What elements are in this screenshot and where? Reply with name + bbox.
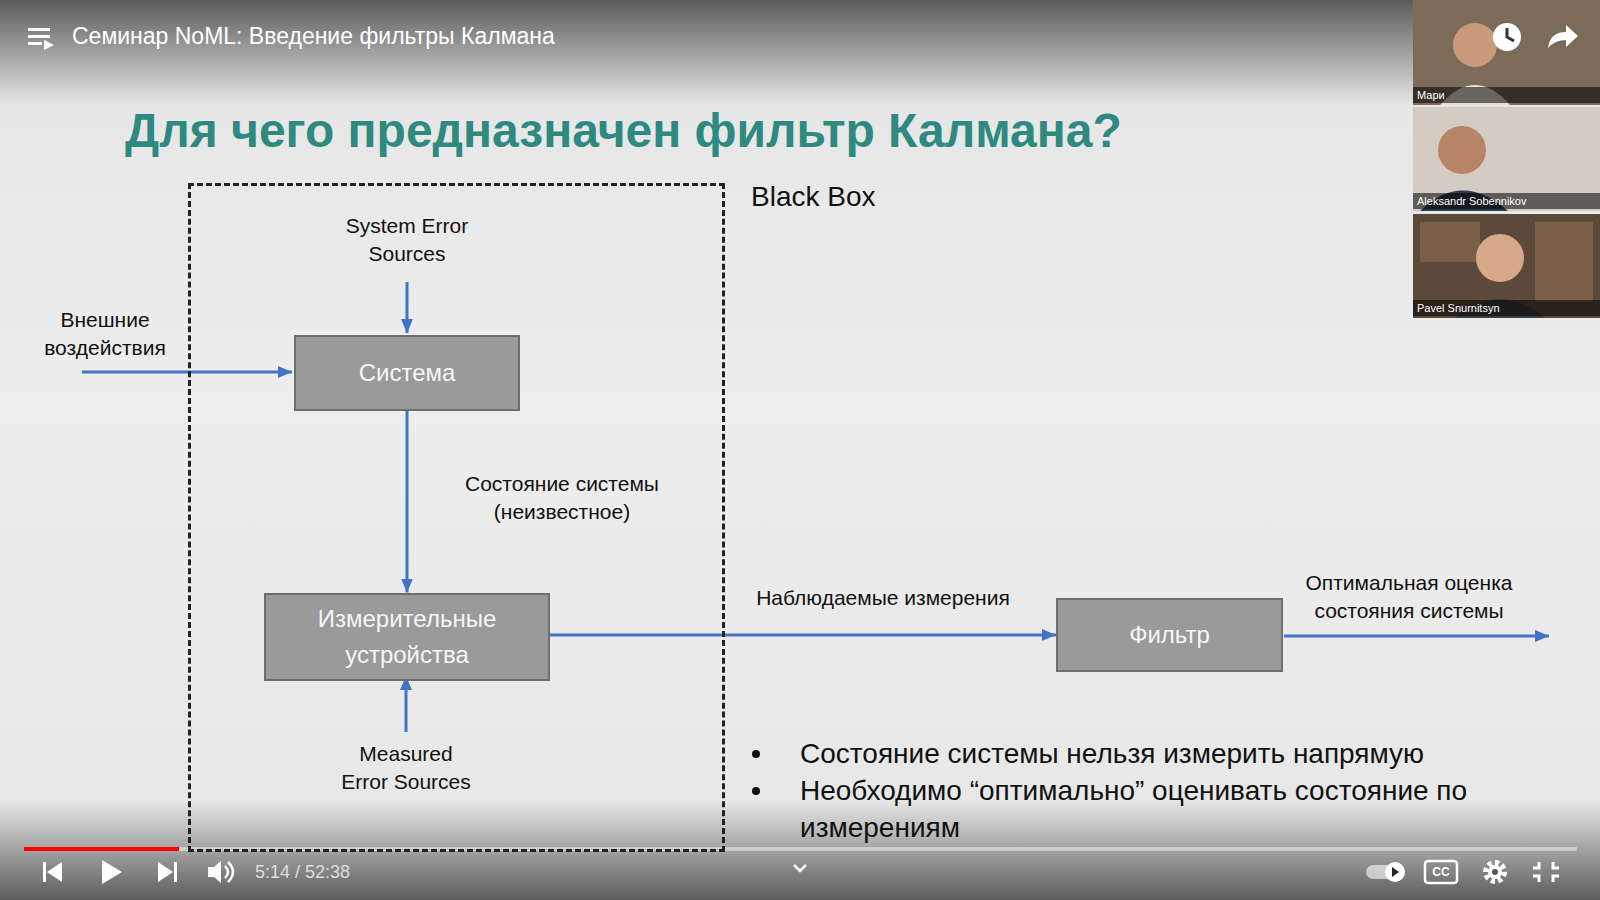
top-shade bbox=[0, 0, 1600, 105]
progress-played bbox=[24, 847, 179, 851]
share-icon bbox=[1548, 25, 1578, 48]
bullet-dot bbox=[752, 750, 760, 758]
name-strip bbox=[1413, 193, 1600, 209]
bullet-text: Состояние системы нельзя измерить напрям… bbox=[800, 735, 1560, 772]
player-controls bbox=[43, 860, 1559, 884]
gear-hole bbox=[1492, 869, 1498, 875]
video-tile bbox=[1413, 0, 1600, 105]
input-label: System Error Sources bbox=[337, 212, 477, 268]
name-strip bbox=[1413, 300, 1600, 316]
volume-wave bbox=[228, 862, 233, 882]
icon-bar bbox=[28, 28, 50, 31]
slide-title: Для чего предназначен фильтр Калмана? bbox=[125, 103, 1122, 159]
chevron-icon bbox=[794, 865, 806, 871]
playlist-icon bbox=[28, 28, 54, 50]
edge-label-wrap: Состояние системы (неизвестное) bbox=[442, 470, 682, 526]
flow-arrow bbox=[406, 411, 409, 593]
node-text: Система bbox=[359, 355, 456, 391]
edge-label: Состояние системы (неизвестное) bbox=[442, 470, 682, 526]
participant-name: Aleksandr Sobennikov bbox=[1417, 194, 1526, 208]
icon-triangle bbox=[44, 40, 54, 50]
video-title-wrap: Семинар NoML: Введение фильтры Калмана bbox=[72, 22, 555, 50]
icon-bar bbox=[28, 35, 50, 38]
video-tile bbox=[1413, 107, 1600, 211]
input-label-wrap: Measured Error Sources bbox=[336, 740, 476, 796]
slide-title-wrap: Для чего предназначен фильтр Калмана? bbox=[125, 103, 1122, 159]
captions-text: CC bbox=[1427, 865, 1455, 879]
bullet-dot bbox=[752, 787, 760, 795]
volume-wave bbox=[225, 866, 228, 878]
bullet-text-wrap: Необходимо “оптимально” оценивать состоя… bbox=[800, 772, 1545, 846]
participant-name: Pavel Snurnitsyn bbox=[1417, 301, 1500, 315]
input-arrow bbox=[406, 282, 409, 333]
process-box: Измерительные устройства bbox=[264, 593, 550, 681]
bookshelf bbox=[1535, 222, 1593, 302]
participant-name-wrap: Pavel Snurnitsyn bbox=[1417, 301, 1500, 315]
clock-icon bbox=[1493, 23, 1521, 51]
participant-name-wrap: Мари bbox=[1417, 88, 1445, 102]
input-label: Внешние воздействия bbox=[30, 306, 180, 362]
input-label-wrap: System Error Sources bbox=[337, 212, 477, 268]
time-display-wrap: 5:14 / 52:38 bbox=[255, 861, 350, 883]
video-tile bbox=[1413, 214, 1600, 318]
input-arrow bbox=[82, 371, 292, 374]
person-head bbox=[1476, 234, 1524, 282]
output-label-wrap: Оптимальная оценка состояния системы bbox=[1284, 569, 1534, 625]
input-arrow bbox=[405, 676, 408, 732]
bullet-text-wrap: Состояние системы нельзя измерить напрям… bbox=[800, 735, 1560, 772]
participant-name-wrap: Aleksandr Sobennikov bbox=[1417, 194, 1526, 208]
time-display: 5:14 / 52:38 bbox=[255, 861, 350, 883]
video-title: Семинар NoML: Введение фильтры Калмана bbox=[72, 22, 555, 50]
icon-bar bbox=[28, 42, 42, 45]
gear-body bbox=[1488, 865, 1502, 879]
edge-label-wrap: Наблюдаемые измерения bbox=[733, 584, 1033, 612]
person-head bbox=[1453, 23, 1497, 67]
captions-text-wrap: CC bbox=[1427, 865, 1455, 879]
captions-frame bbox=[1425, 861, 1457, 883]
node-text: Фильтр bbox=[1129, 617, 1210, 653]
input-label: Measured Error Sources bbox=[336, 740, 476, 796]
clock-hands bbox=[1507, 28, 1514, 41]
input-label-wrap: Внешние воздействия bbox=[30, 306, 180, 362]
output-arrow bbox=[1284, 635, 1549, 638]
prev-triangle bbox=[47, 862, 62, 882]
play-icon bbox=[102, 860, 122, 884]
edge-label: Наблюдаемые измерения bbox=[733, 584, 1033, 612]
toggle-knob bbox=[1385, 862, 1405, 882]
gear-teeth bbox=[1486, 863, 1504, 881]
bullet-text: Необходимо “оптимально” оценивать состоя… bbox=[800, 772, 1545, 846]
prev-bar bbox=[43, 862, 46, 882]
next-triangle bbox=[158, 862, 173, 882]
name-strip bbox=[1413, 87, 1600, 103]
black-box-frame: Black BoxСистемаИзмерительные устройства bbox=[188, 183, 725, 852]
participant-name: Мари bbox=[1417, 88, 1445, 102]
fullscreen-exit-icon bbox=[1533, 862, 1559, 882]
person-head bbox=[1438, 126, 1486, 174]
toggle-play bbox=[1392, 867, 1399, 877]
node-text: Измерительные устройства bbox=[266, 601, 548, 673]
output-label: Оптимальная оценка состояния системы bbox=[1284, 569, 1534, 625]
flow-arrow bbox=[550, 634, 1056, 637]
volume-icon bbox=[208, 861, 221, 883]
bookshelf bbox=[1420, 222, 1480, 262]
node-text: Black Box bbox=[751, 180, 876, 214]
process-box: Фильтр bbox=[1056, 598, 1283, 672]
next-bar bbox=[174, 862, 177, 882]
process-box: Система bbox=[294, 335, 520, 411]
